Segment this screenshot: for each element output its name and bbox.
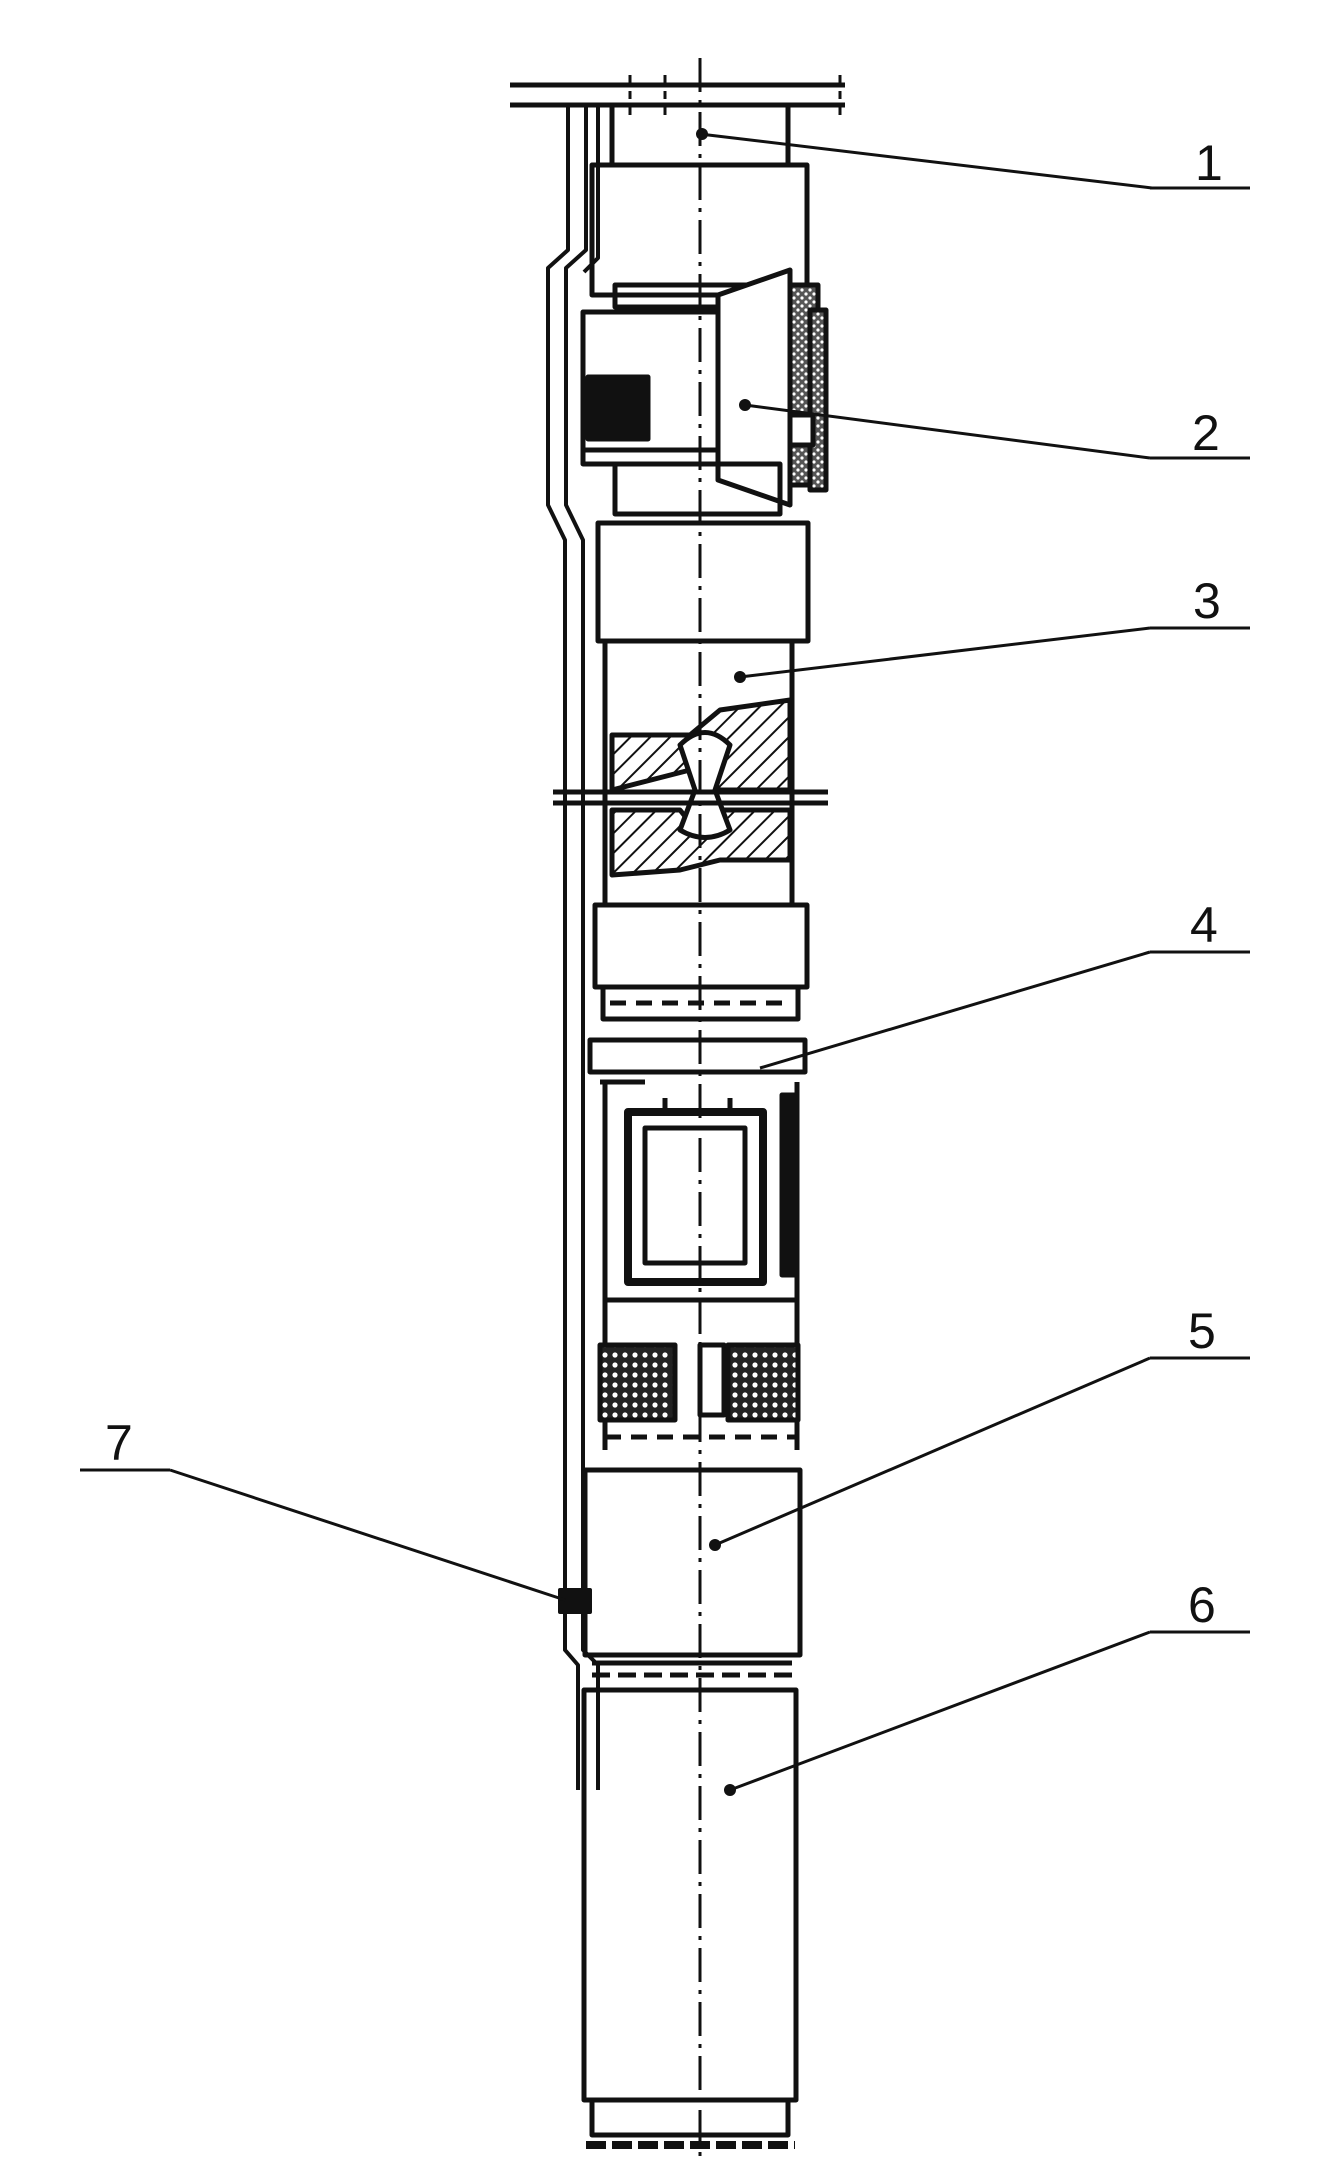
leader-lines <box>80 132 1250 1792</box>
top-flange <box>510 75 845 115</box>
seal-protector <box>587 984 808 1450</box>
callout-3: 3 <box>1193 573 1221 629</box>
motor-upper <box>582 1467 803 1678</box>
callout-5: 5 <box>1188 1303 1216 1359</box>
callout-7: 7 <box>105 1415 133 1471</box>
power-cable <box>546 105 600 1790</box>
callout-labels: 1 2 3 4 5 6 7 <box>105 135 1223 1633</box>
motor-body <box>581 1687 799 2149</box>
callout-6: 6 <box>1188 1577 1216 1633</box>
callout-2: 2 <box>1192 405 1220 461</box>
callout-4: 4 <box>1190 897 1218 953</box>
multistage-pump <box>553 520 828 990</box>
leader-dots <box>696 128 751 1796</box>
discharge-tubing <box>609 105 791 165</box>
separator-section <box>580 267 829 517</box>
callout-1: 1 <box>1195 135 1223 191</box>
